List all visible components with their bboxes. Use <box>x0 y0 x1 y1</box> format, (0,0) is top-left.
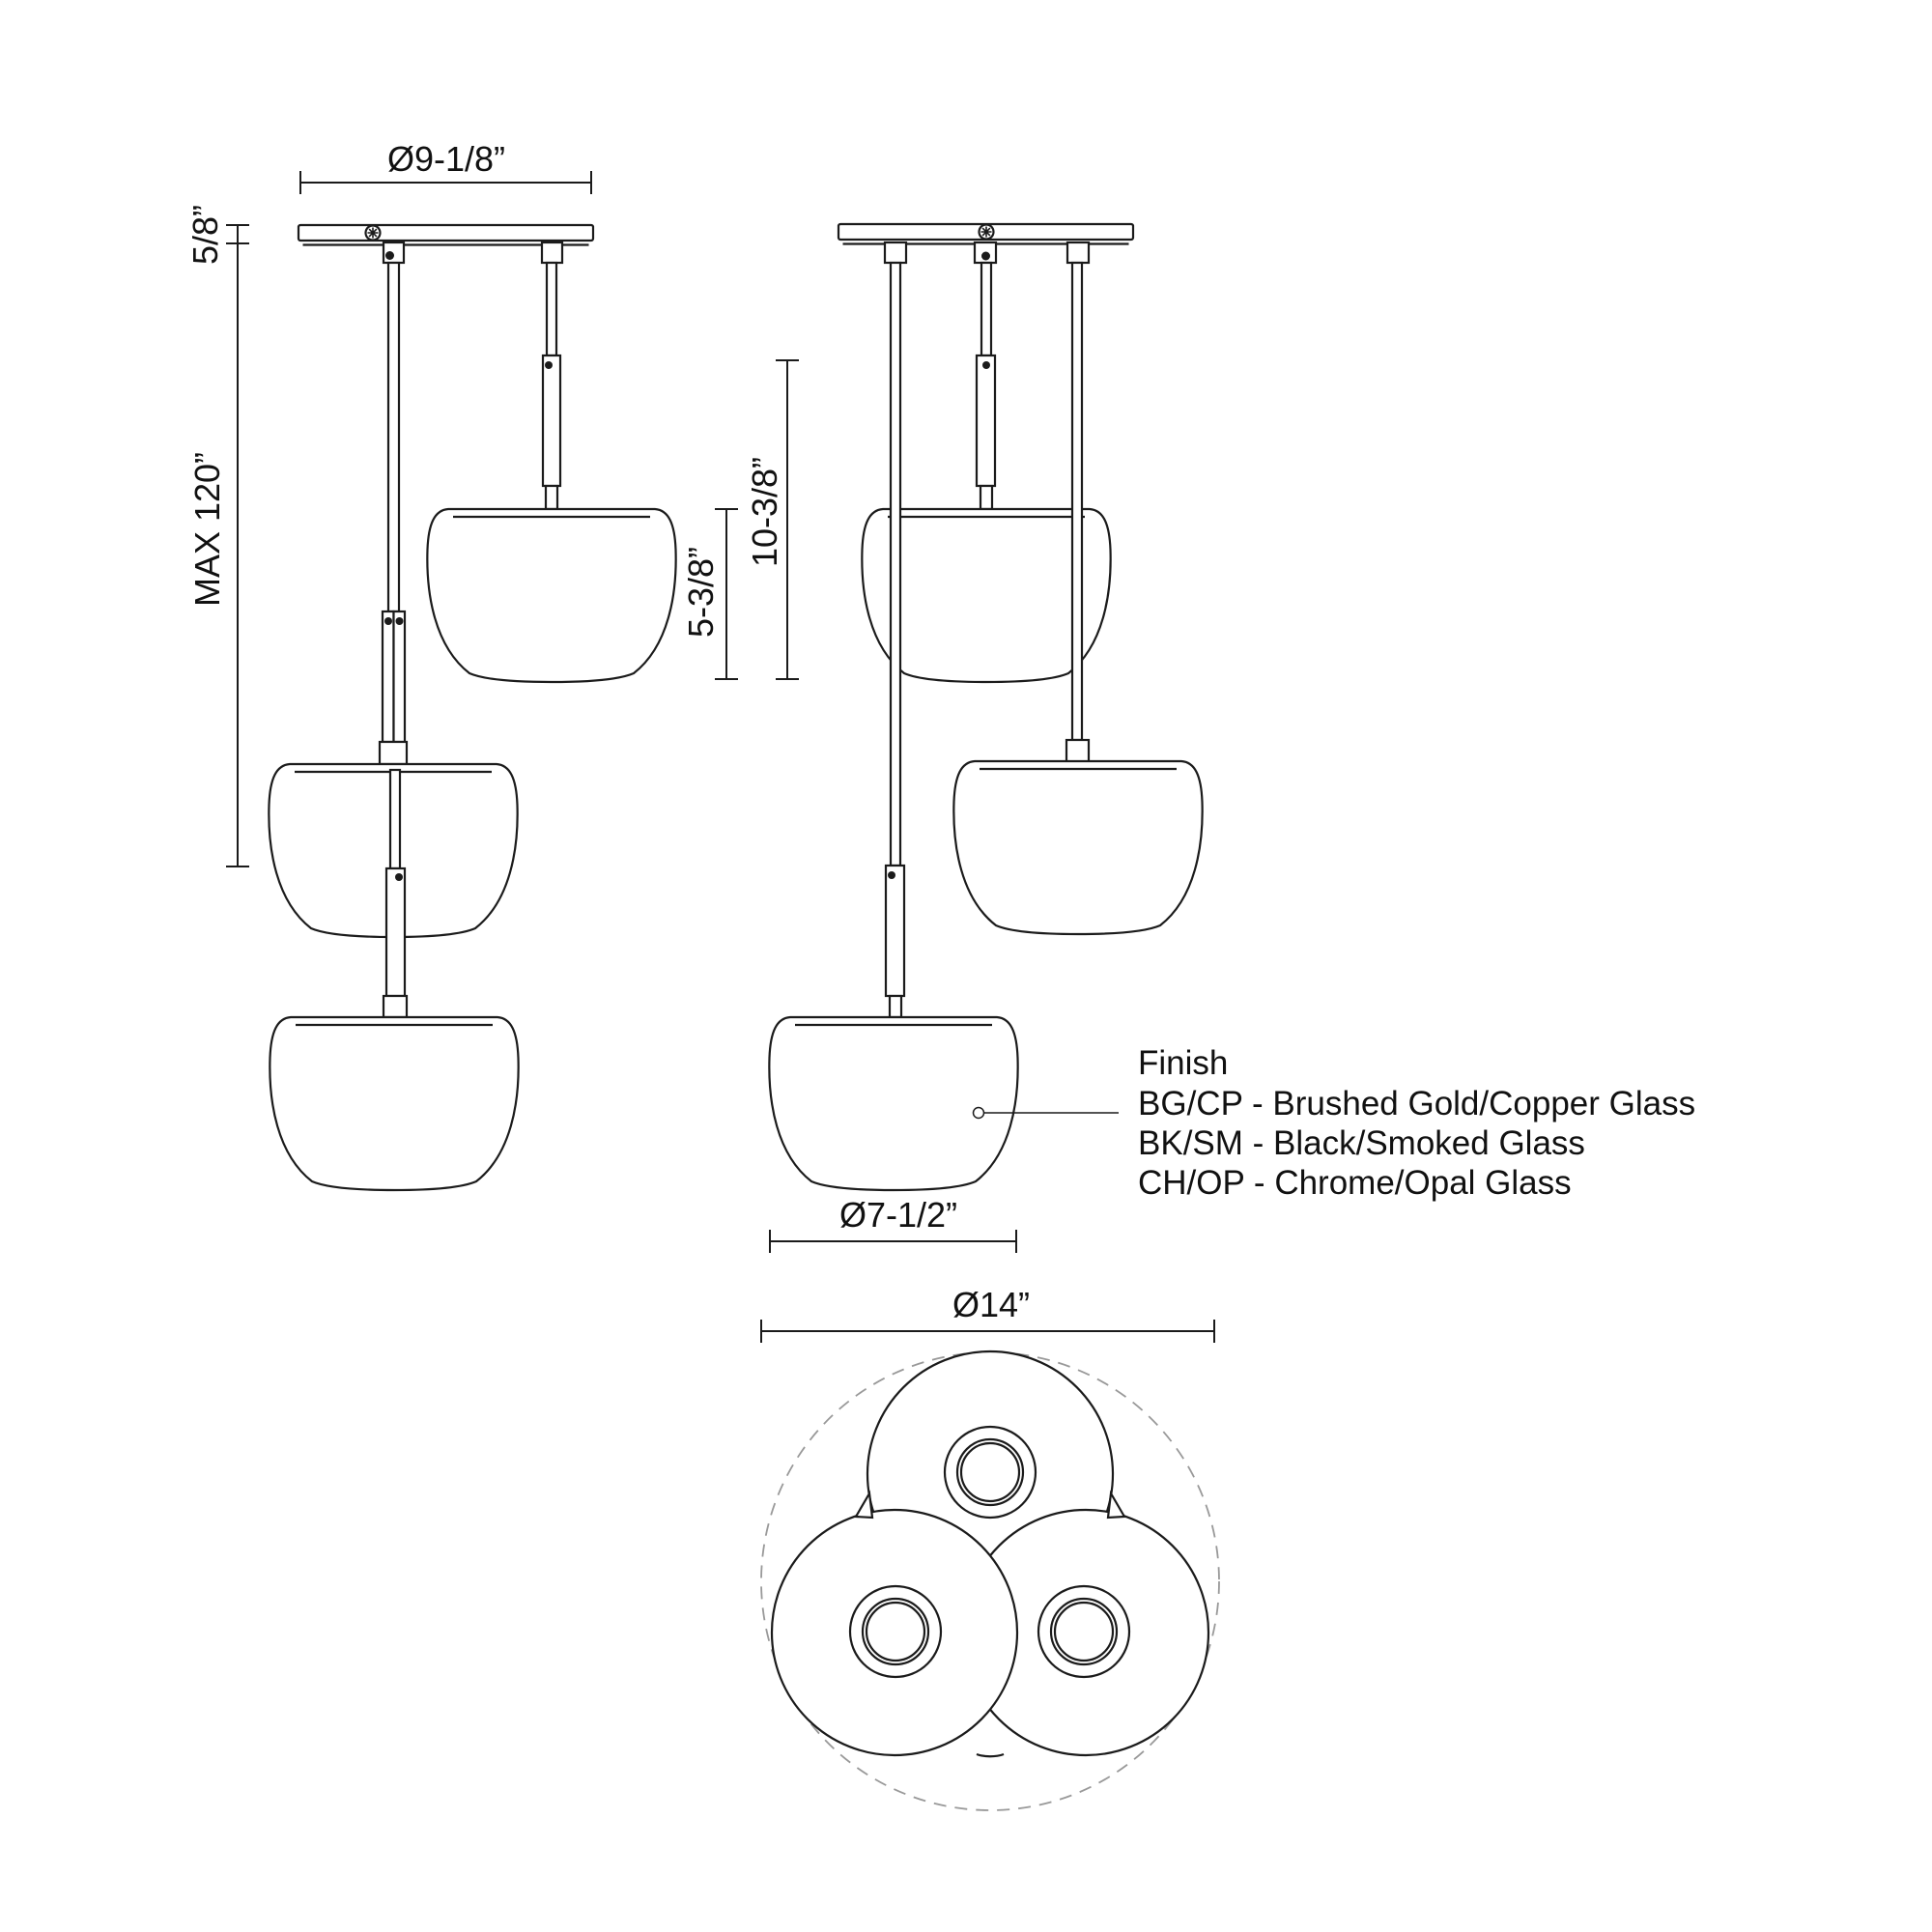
glass-shade <box>269 1015 520 1192</box>
dim-shade-height: 5-3/8” <box>681 508 738 680</box>
stem-rod <box>980 261 993 357</box>
side-view-staggered <box>268 223 677 1192</box>
dim-fixture-diameter-label: Ø14” <box>952 1285 1030 1324</box>
shade-coupler <box>1065 738 1091 764</box>
stem-tube <box>884 864 906 998</box>
dim-canopy-height: 5/8” MAX 120” <box>185 205 249 867</box>
dim-stem-drop-label: 10-3/8” <box>745 457 784 567</box>
stem-rod <box>1070 261 1084 742</box>
stem-hanger <box>883 241 908 265</box>
plan-view <box>760 1350 1220 1811</box>
glass-shade <box>426 507 677 684</box>
stem-tube <box>975 354 997 488</box>
dim-canopy-height-label: 5/8” <box>185 205 225 265</box>
lens-rings-icon <box>848 1584 943 1679</box>
dim-fixture-diameter: Ø14” <box>760 1285 1215 1343</box>
stem-tube <box>392 610 407 744</box>
stem-tube <box>541 354 562 488</box>
set-screw-icon <box>545 361 553 369</box>
set-screw-icon <box>888 871 895 879</box>
finish-option-bksm: BK/SM - Black/Smoked Glass <box>1138 1124 1585 1162</box>
dim-shade-height-label: 5-3/8” <box>681 547 721 638</box>
stem-rod <box>545 261 558 357</box>
lens-rings-icon <box>1037 1584 1131 1679</box>
dim-canopy-diameter: Ø9-1/8” <box>299 139 592 194</box>
dim-canopy-diameter-label: Ø9-1/8” <box>387 139 505 179</box>
finish-option-chop: CH/OP - Chrome/Opal Glass <box>1138 1164 1572 1202</box>
stem-hanger <box>540 241 564 265</box>
stem-rod <box>889 261 902 867</box>
set-screw-icon <box>395 873 403 881</box>
set-screw-icon <box>982 361 990 369</box>
stem-tube <box>384 867 407 998</box>
overall-diameter-reference-circle <box>760 1351 1220 1811</box>
dim-max-suspension-label: MAX 120” <box>187 452 227 607</box>
canopy-screw-icon <box>364 224 382 242</box>
stem-hanger <box>1065 241 1091 265</box>
dim-shade-diameter-label: Ø7-1/2” <box>839 1195 957 1235</box>
stem-tube <box>381 610 395 744</box>
glass-shade <box>768 1015 1019 1192</box>
canopy-screw-icon <box>978 223 995 241</box>
set-screw-icon <box>395 617 404 625</box>
hanger-screw-icon <box>981 251 990 261</box>
hub-tab <box>976 1752 1005 1758</box>
leader-dot-icon <box>972 1106 985 1120</box>
dim-shade-diameter: Ø7-1/2” <box>769 1195 1017 1253</box>
finish-option-bgcp: BG/CP - Brushed Gold/Copper Glass <box>1138 1085 1695 1122</box>
shade-coupler <box>979 484 994 511</box>
hub-tab <box>1106 1490 1126 1520</box>
lens-rings-icon <box>943 1425 1037 1520</box>
finish-title: Finish <box>1138 1044 1228 1082</box>
hanger-screw-icon <box>385 251 394 260</box>
stem-rod <box>388 768 402 870</box>
glass-shade <box>952 759 1204 936</box>
set-screw-icon <box>384 617 392 625</box>
dimensions: Ø9-1/8” 5/8” MAX 120” 10-3/8” 5-3/8” Ø7-… <box>185 139 1215 1343</box>
shade-coupler <box>888 994 903 1019</box>
finish-legend: Finish BG/CP - Brushed Gold/Copper Glass… <box>972 1044 1695 1202</box>
hub-tab <box>854 1490 874 1520</box>
shade-coupler <box>382 994 409 1019</box>
stem-rod <box>386 261 401 613</box>
shade-coupler <box>378 740 409 766</box>
shade-coupler <box>544 484 559 511</box>
dim-stem-drop: 10-3/8” <box>745 359 799 680</box>
side-view-cluster <box>768 222 1204 1192</box>
